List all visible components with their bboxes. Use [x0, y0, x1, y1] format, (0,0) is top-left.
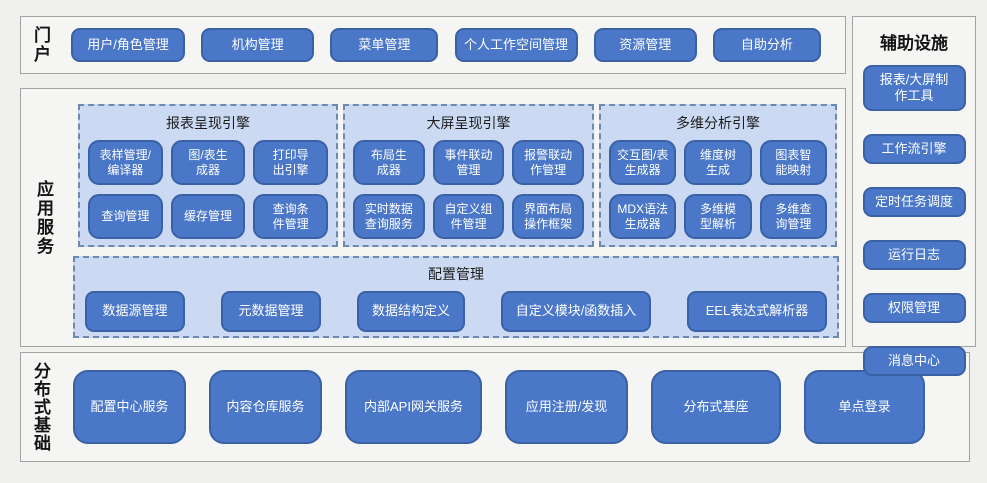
olap-engine-grid: 交互图/表 生成器 维度树 生成 图表智 能映射 MDX语法 生成器 多维模 型… — [609, 140, 827, 239]
button-scheduled-task-scheduling[interactable]: 定时任务调度 — [862, 187, 966, 217]
portal-button-row: 用户/角色管理 机构管理 菜单管理 个人工作空间管理 资源管理 自助分析 — [71, 28, 821, 62]
portal-section: 门户 用户/角色管理 机构管理 菜单管理 个人工作空间管理 资源管理 自助分析 — [20, 16, 846, 74]
button-query-condition-mgmt[interactable]: 查询条 件管理 — [253, 194, 328, 239]
olap-engine-group: 多维分析引擎 交互图/表 生成器 维度树 生成 图表智 能映射 MDX语法 生成… — [599, 104, 837, 247]
foundation-section: 分布式基础 配置中心服务 内容仓库服务 内部API网关服务 应用注册/发现 分布… — [20, 352, 970, 462]
button-message-center[interactable]: 消息中心 — [862, 346, 966, 376]
portal-section-label: 门户 — [31, 26, 50, 64]
button-org-mgmt[interactable]: 机构管理 — [201, 28, 315, 62]
button-run-logs[interactable]: 运行日志 — [862, 240, 966, 270]
report-engine-title: 报表呈现引擎 — [166, 115, 250, 131]
olap-engine-title: 多维分析引擎 — [676, 115, 760, 131]
button-internal-api-gateway-service[interactable]: 内部API网关服务 — [345, 370, 482, 444]
aux-section-title: 辅助设施 — [880, 34, 948, 53]
button-datasource-mgmt[interactable]: 数据源管理 — [85, 291, 185, 332]
button-workflow-engine[interactable]: 工作流引擎 — [862, 134, 966, 164]
button-self-service-analysis[interactable]: 自助分析 — [712, 28, 821, 62]
report-engine-grid: 表样管理/ 编译器 图/表生 成器 打印导 出引擎 查询管理 缓存管理 查询条 … — [88, 140, 328, 239]
button-metadata-mgmt[interactable]: 元数据管理 — [221, 291, 321, 332]
foundation-button-row: 配置中心服务 内容仓库服务 内部API网关服务 应用注册/发现 分布式基座 单点… — [73, 370, 925, 444]
button-custom-component-mgmt[interactable]: 自定义组 件管理 — [432, 194, 505, 239]
button-layout-generator[interactable]: 布局生 成器 — [353, 140, 425, 185]
button-alarm-linkage-action-mgmt[interactable]: 报警联动 作管理 — [512, 140, 584, 185]
foundation-section-label: 分布式基础 — [31, 362, 50, 452]
config-button-row: 数据源管理 元数据管理 数据结构定义 自定义模块/函数插入 EEL表达式解析器 — [85, 291, 827, 332]
button-chart-table-generator[interactable]: 图/表生 成器 — [170, 140, 246, 185]
button-report-bigscreen-authoring-tool[interactable]: 报表/大屏制 作工具 — [862, 65, 966, 111]
aux-button-column: 报表/大屏制 作工具 工作流引擎 定时任务调度 运行日志 权限管理 消息中心 — [853, 65, 975, 376]
button-user-role-mgmt[interactable]: 用户/角色管理 — [71, 28, 185, 62]
button-multidim-model-parsing[interactable]: 多维模 型解析 — [684, 194, 752, 239]
button-workspace-mgmt[interactable]: 个人工作空间管理 — [454, 28, 578, 62]
aux-section: 辅助设施 报表/大屏制 作工具 工作流引擎 定时任务调度 运行日志 权限管理 消… — [852, 16, 976, 376]
button-query-mgmt[interactable]: 查询管理 — [88, 194, 163, 239]
button-multidim-query-mgmt[interactable]: 多维查 询管理 — [759, 194, 827, 239]
button-mdx-syntax-generator[interactable]: MDX语法 生成器 — [609, 194, 677, 239]
button-eel-expression-parser[interactable]: EEL表达式解析器 — [687, 291, 827, 332]
button-resource-mgmt[interactable]: 资源管理 — [593, 28, 697, 62]
button-dimension-tree-generation[interactable]: 维度树 生成 — [684, 140, 752, 185]
services-section-label: 应用服务 — [34, 179, 53, 256]
button-realtime-data-query-service[interactable]: 实时数据 查询服务 — [353, 194, 425, 239]
button-single-sign-on[interactable]: 单点登录 — [804, 370, 925, 444]
button-permission-mgmt[interactable]: 权限管理 — [862, 293, 966, 323]
config-mgmt-group: 配置管理 数据源管理 元数据管理 数据结构定义 自定义模块/函数插入 EEL表达… — [73, 256, 839, 338]
button-ui-layout-framework[interactable]: 界面布局 操作框架 — [512, 194, 584, 239]
button-print-export-engine[interactable]: 打印导 出引擎 — [253, 140, 328, 185]
button-app-registration-discovery[interactable]: 应用注册/发现 — [505, 370, 628, 444]
engines-row: 报表呈现引擎 表样管理/ 编译器 图/表生 成器 打印导 出引擎 查询管理 缓存… — [78, 104, 837, 247]
button-menu-mgmt[interactable]: 菜单管理 — [330, 28, 439, 62]
bigscreen-engine-title: 大屏呈现引擎 — [426, 115, 511, 131]
bigscreen-engine-grid: 布局生 成器 事件联动 管理 报警联动 作管理 实时数据 查询服务 自定义组 件… — [353, 140, 584, 239]
services-section: 应用服务 报表呈现引擎 表样管理/ 编译器 图/表生 成器 打印导 出引擎 查询… — [20, 88, 846, 347]
button-config-center-service[interactable]: 配置中心服务 — [73, 370, 186, 444]
button-cache-mgmt[interactable]: 缓存管理 — [170, 194, 246, 239]
button-distributed-base[interactable]: 分布式基座 — [651, 370, 781, 444]
button-interactive-chart-generator[interactable]: 交互图/表 生成器 — [609, 140, 677, 185]
button-content-repository-service[interactable]: 内容仓库服务 — [209, 370, 322, 444]
button-custom-module-function-insert[interactable]: 自定义模块/函数插入 — [501, 291, 651, 332]
config-mgmt-title: 配置管理 — [428, 266, 484, 282]
bigscreen-engine-group: 大屏呈现引擎 布局生 成器 事件联动 管理 报警联动 作管理 实时数据 查询服务… — [343, 104, 594, 247]
report-engine-group: 报表呈现引擎 表样管理/ 编译器 图/表生 成器 打印导 出引擎 查询管理 缓存… — [78, 104, 338, 247]
button-report-template-compiler[interactable]: 表样管理/ 编译器 — [88, 140, 163, 185]
button-data-structure-definition[interactable]: 数据结构定义 — [357, 291, 465, 332]
button-chart-smart-mapping[interactable]: 图表智 能映射 — [759, 140, 827, 185]
button-event-linkage-mgmt[interactable]: 事件联动 管理 — [432, 140, 505, 185]
